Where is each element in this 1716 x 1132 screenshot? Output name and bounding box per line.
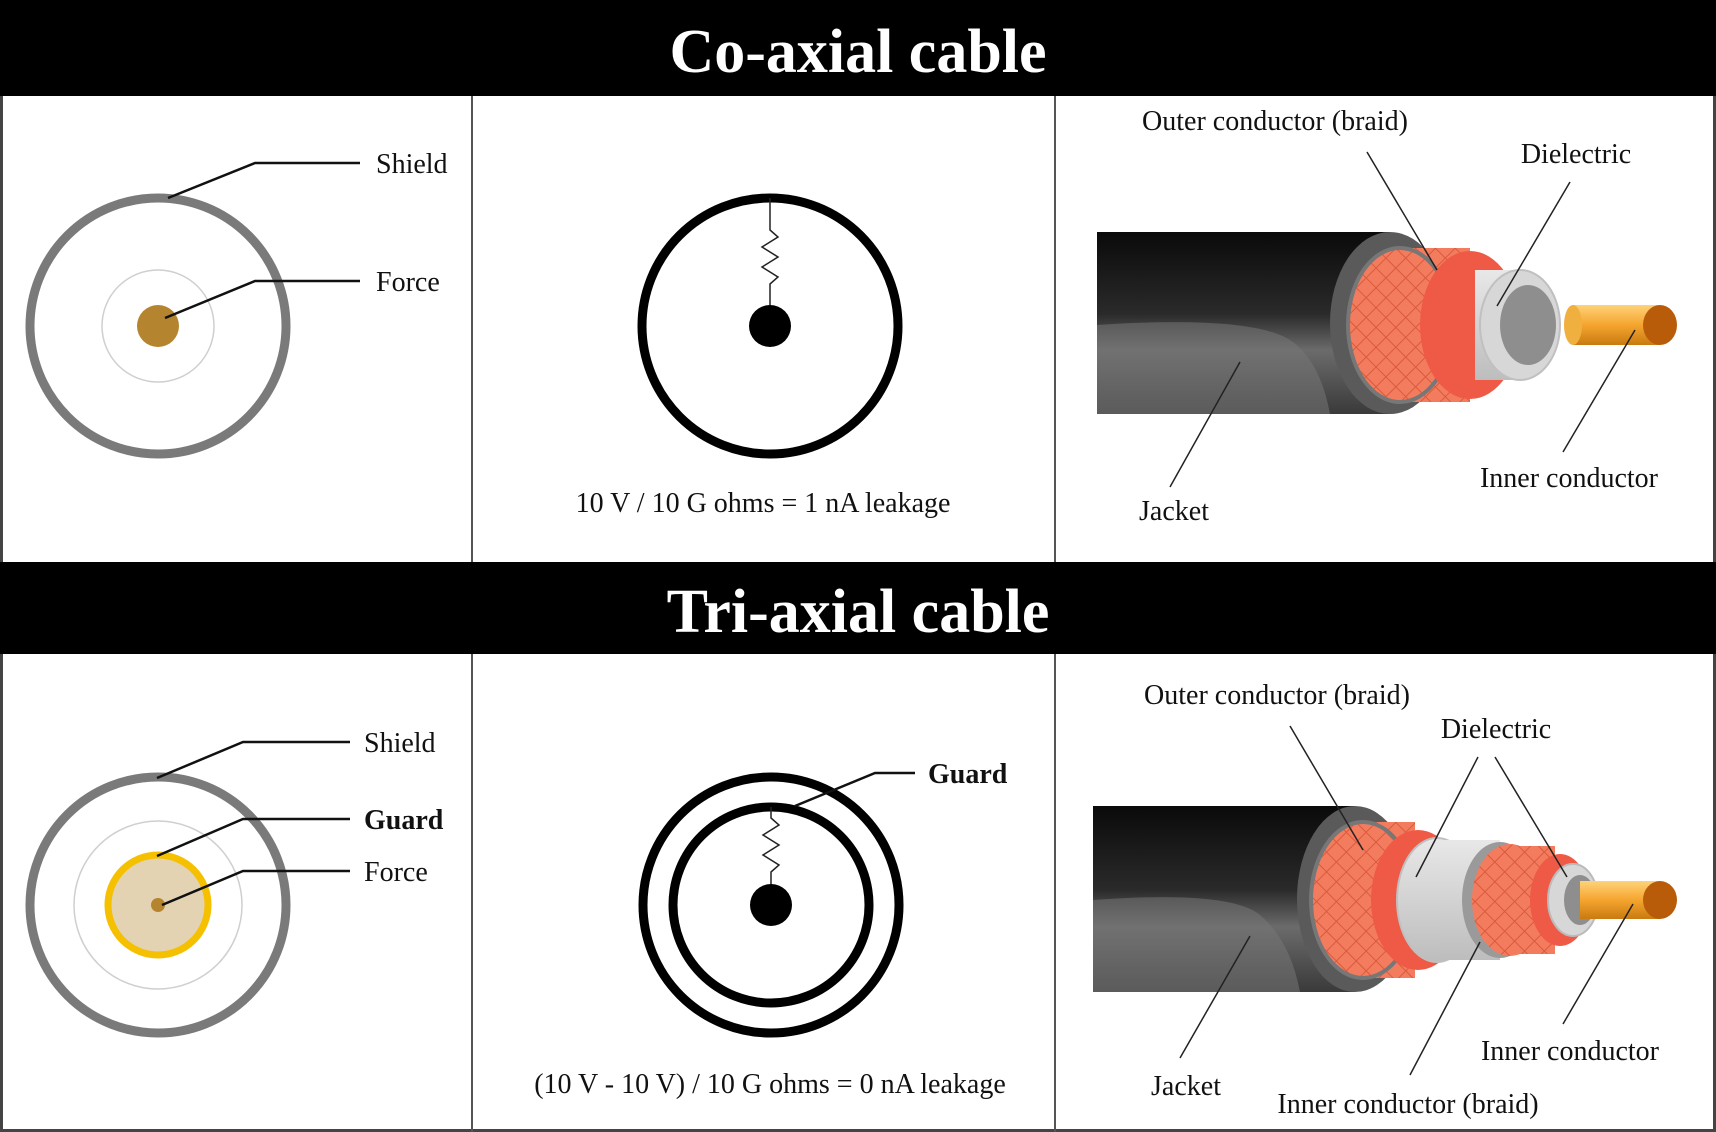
jacket-label: Jacket: [1139, 496, 1209, 527]
coax-leakage-equation: 10 V / 10 G ohms = 1 nA leakage: [576, 488, 951, 519]
triax-title: Tri-axial cable: [667, 578, 1050, 646]
leakage-resistor-icon: [761, 807, 781, 886]
inner-conductor-label: Inner conductor: [1481, 1036, 1660, 1067]
coax-header-bar: [0, 0, 1716, 96]
dielectric-label: Dielectric: [1441, 714, 1551, 745]
dielectric-leader-2: [1494, 756, 1568, 878]
coax-cutaway: Outer conductor (braid) Dielectric Inner…: [1097, 106, 1677, 527]
guard-leader: [156, 817, 350, 858]
shield-label: Shield: [364, 728, 436, 759]
coax-schematic: 10 V / 10 G ohms = 1 nA leakage: [576, 193, 951, 519]
inner-conductor-label: Inner conductor: [1480, 463, 1659, 494]
inner-conductor: [1580, 881, 1660, 919]
jacket-highlight: [1093, 897, 1300, 992]
force-leader: [164, 279, 360, 320]
triax-header-bar: [0, 562, 1716, 654]
force-leader: [161, 869, 350, 907]
inner-braid-label: Inner conductor (braid): [1277, 1089, 1538, 1120]
triax-cutaway: Outer conductor (braid) Dielectric Inner…: [1093, 680, 1677, 1120]
force-label: Force: [364, 857, 428, 888]
shield-leader: [167, 161, 360, 200]
inner-conductor-end: [1643, 305, 1677, 345]
inner-conductor-leader: [1562, 329, 1636, 453]
inner-conductor-start: [1564, 305, 1582, 345]
jacket-leader: [1169, 361, 1241, 488]
outer-conductor-leader: [1366, 151, 1438, 271]
triax-schematic: Guard (10 V - 10 V) / 10 G ohms = 0 nA l…: [534, 759, 1008, 1100]
inner-conductor-end: [1643, 881, 1677, 919]
guard-label: Guard: [928, 759, 1008, 790]
inner-conductor: [1573, 305, 1660, 345]
shield-leader: [156, 740, 350, 780]
dielectric-leader: [1496, 181, 1571, 307]
outer-conductor-label: Outer conductor (braid): [1142, 106, 1408, 137]
shield-label: Shield: [376, 149, 448, 180]
force-conductor: [137, 305, 179, 347]
center-conductor: [749, 305, 791, 347]
coax-cross-section: Shield Force: [25, 149, 448, 459]
inner-conductor-leader: [1562, 903, 1634, 1025]
triax-cross-section: Shield Guard Force: [25, 728, 444, 1038]
inner-braid-leader: [1409, 941, 1481, 1076]
center-conductor: [750, 884, 792, 926]
coax-title: Co-axial cable: [669, 18, 1046, 86]
leakage-resistor-icon: [760, 198, 780, 308]
force-conductor: [151, 898, 165, 912]
dielectric-inner: [1500, 285, 1556, 365]
shield-circle: [638, 772, 904, 1038]
jacket-leader: [1179, 935, 1251, 1059]
guard-leader: [794, 771, 915, 808]
outer-conductor-leader: [1289, 725, 1364, 851]
triax-leakage-equation: (10 V - 10 V) / 10 G ohms = 0 nA leakage: [534, 1069, 1006, 1100]
dielectric-leader-1: [1415, 756, 1479, 878]
jacket-highlight: [1097, 322, 1330, 414]
guard-label: Guard: [364, 805, 444, 836]
jacket-label: Jacket: [1151, 1071, 1221, 1102]
outer-conductor-label: Outer conductor (braid): [1144, 680, 1410, 711]
dielectric-label: Dielectric: [1521, 139, 1631, 170]
force-label: Force: [376, 267, 440, 298]
